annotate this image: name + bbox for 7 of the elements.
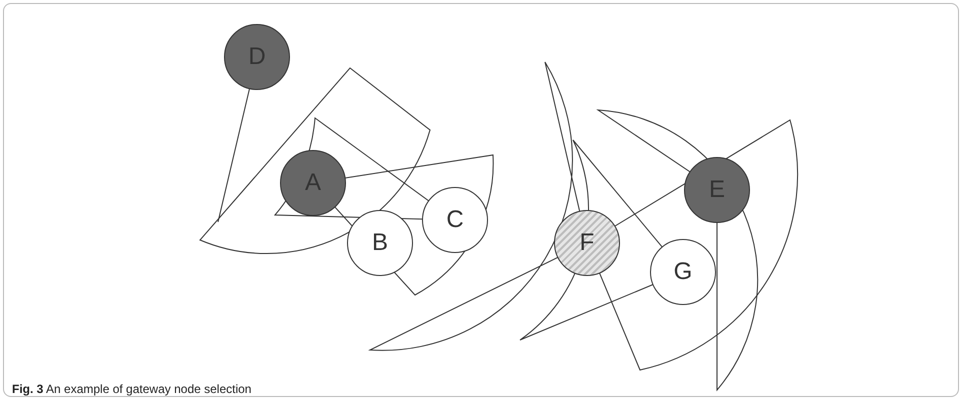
node-label: C [446, 206, 464, 234]
node-label: B [372, 229, 388, 257]
network-node-circle [554, 210, 620, 276]
network-node-circle [684, 157, 750, 223]
node-label: G [674, 258, 692, 286]
figure-caption: Fig. 3 An example of gateway node selection [12, 382, 252, 396]
node-label: F [580, 229, 594, 257]
